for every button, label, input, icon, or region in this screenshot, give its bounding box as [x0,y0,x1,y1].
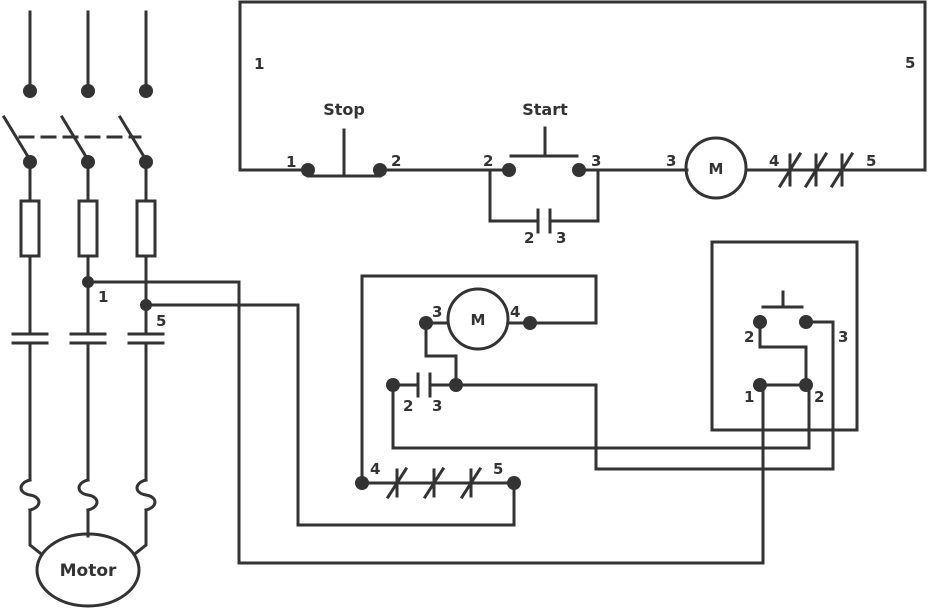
wiring-aux-terminal-3-label: 3 [432,397,442,415]
supply-terminal-l3 [139,84,153,98]
wiring-aux-terminal-2-label: 2 [403,397,413,415]
pushbutton-station: 2 3 1 2 [710,240,859,432]
coil-label: M [709,160,724,178]
stop-label: Stop [323,100,365,119]
stop-terminal-1-label: 1 [286,153,296,171]
wiring-assembly: M 3 4 2 3 4 5 [355,274,598,500]
coil-terminal-4-label: 4 [769,152,779,170]
wire-coil4-overload4 [360,274,598,485]
start-terminal-2-label: 2 [483,152,493,170]
start-terminal-3-label: 3 [591,152,601,170]
tap-1-label: 1 [98,288,108,306]
wire-tap5-overload5 [144,303,516,527]
wire-aux2-station-stop2 [391,383,811,450]
wiring-coil-terminal-4-label: 4 [510,303,520,321]
overload-heater-l1 [19,478,41,512]
disconnect-blade-l1 [1,114,33,163]
fuse-l1 [19,199,41,258]
fuse-l3 [135,199,157,258]
ladder-frame [238,0,927,172]
fuse-l2 [77,199,99,258]
power-circuit: Motor 1 5 [1,10,166,608]
station-stop-terminal-2-label: 2 [814,388,824,406]
station-stop-terminal-1-label: 1 [744,388,754,406]
aux-terminal-2-label: 2 [524,229,534,247]
station-start-terminal-3-label: 3 [838,328,848,346]
overload-heater-l3 [135,478,157,512]
motor-label: Motor [60,561,117,581]
wiring-overload-terminal-5-label: 5 [493,460,503,478]
wiring-coil-label: M [471,311,486,329]
ladder-left-number: 1 [254,55,264,73]
holding-branch-right [548,168,600,223]
stop-terminal-1 [301,163,315,177]
wiring-overload-contacts [385,466,483,500]
overload-terminal-5-label: 5 [866,152,876,170]
tap-5-label: 5 [156,312,166,330]
wire-t1-motor [28,508,43,556]
wiring-coil [446,287,510,351]
wire-t3-motor [133,508,148,556]
control-ladder: 1 5 Stop 1 2 Start 2 3 2 3 3 M 4 5 [238,0,927,247]
overload-contacts [777,151,855,189]
wire-tap1-station-stop1 [86,280,765,565]
start-label: Start [522,100,568,119]
overload-heater-l2 [77,478,99,512]
station-start-terminal-2-label: 2 [744,328,754,346]
coil-terminal-3-label: 3 [666,152,676,170]
supply-terminal-l2 [81,84,95,98]
ladder-right-number: 5 [905,54,915,72]
wiring-overload-terminal-4-label: 4 [370,460,380,478]
aux-terminal-3-label: 3 [556,229,566,247]
wiring-coil-terminal-3-label: 3 [432,303,442,321]
interconnect-wires [86,280,835,565]
wire-coil3-aux3 [424,321,458,387]
wire-aux3-station-start3 [454,320,835,471]
contactor-coil [684,136,748,200]
stop-terminal-2-label: 2 [391,152,401,170]
station-jumper [758,320,808,387]
supply-terminal-l1 [23,84,37,98]
start-terminal-2 [502,163,516,177]
station-enclosure [710,240,859,432]
holding-branch [488,168,540,223]
motor [35,532,141,608]
